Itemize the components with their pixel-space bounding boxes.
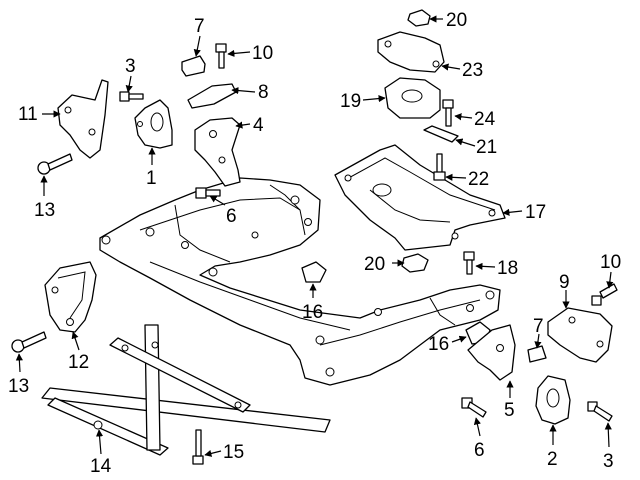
bracket-upper-left [57,79,109,159]
bump-stop-upper [181,55,206,77]
callout-22: 22 [468,169,489,190]
bump-stop-lower [527,345,547,363]
engine-mount-bracket-left [44,261,97,333]
callout-10-lower: 10 [600,252,621,273]
nut-20-lower [401,253,429,273]
engine-mount-right [535,375,571,425]
callout-7-lower: 7 [533,316,544,337]
front-subframe [99,177,501,386]
callout-13-lower: 13 [8,376,29,397]
callout-4: 4 [253,115,264,136]
nut-20-upper [407,9,431,27]
heat-shield-plate [187,83,237,109]
callout-15: 15 [223,442,244,463]
bolt-22 [433,153,446,181]
callout-5: 5 [504,400,515,421]
callout-3-lower: 3 [603,451,614,472]
callout-23: 23 [462,60,483,81]
mount-bracket-5 [467,324,516,381]
callout-6-lower: 6 [474,440,485,461]
callout-16-lower: 16 [428,334,449,355]
plate-21 [423,125,459,143]
bolt-6-upper [195,187,221,199]
bolt-15 [192,429,204,465]
bolt-3-upper [119,91,144,102]
callout-9: 9 [559,272,570,293]
callout-12: 12 [68,352,89,373]
bolt-13-upper [37,153,73,175]
callout-6-upper: 6 [226,206,237,227]
callout-7-upper: 7 [194,16,205,37]
transmission-mount-19 [384,77,441,119]
callout-3-upper: 3 [125,56,136,77]
bolt-10-lower [591,283,618,306]
bolt-24 [442,99,454,127]
callout-labels: 7 10 3 8 11 4 1 13 6 20 23 19 24 21 22 1… [8,10,621,477]
transmission-crossmember [334,144,506,251]
bolt-18 [463,251,475,275]
mount-bracket-23 [377,31,445,73]
callout-16-upper: 16 [302,302,323,323]
callout-13-upper: 13 [34,200,55,221]
bolt-6-lower [461,397,487,418]
callout-14: 14 [90,456,112,477]
mount-bracket-left [194,117,241,187]
bolt-3-lower [587,401,613,422]
lower-cross-braces [41,324,331,456]
callout-11: 11 [18,104,38,125]
bracket-9 [547,307,613,363]
callout-10-upper: 10 [252,43,273,64]
leader-lines [15,15,614,457]
engine-mount-left [134,99,173,149]
callout-24: 24 [474,109,496,130]
callout-20-lower: 20 [364,254,385,275]
callout-19: 19 [340,91,361,112]
callout-17: 17 [525,202,546,223]
callout-21: 21 [476,137,497,158]
bolt-13-lower [11,331,47,353]
callout-2: 2 [547,449,558,470]
callout-20-upper: 20 [446,10,467,31]
callout-1: 1 [146,168,157,189]
bolt-10-upper [215,43,227,69]
bushing-16-upper [301,261,327,283]
callout-8: 8 [258,82,269,103]
callout-18: 18 [497,258,518,279]
